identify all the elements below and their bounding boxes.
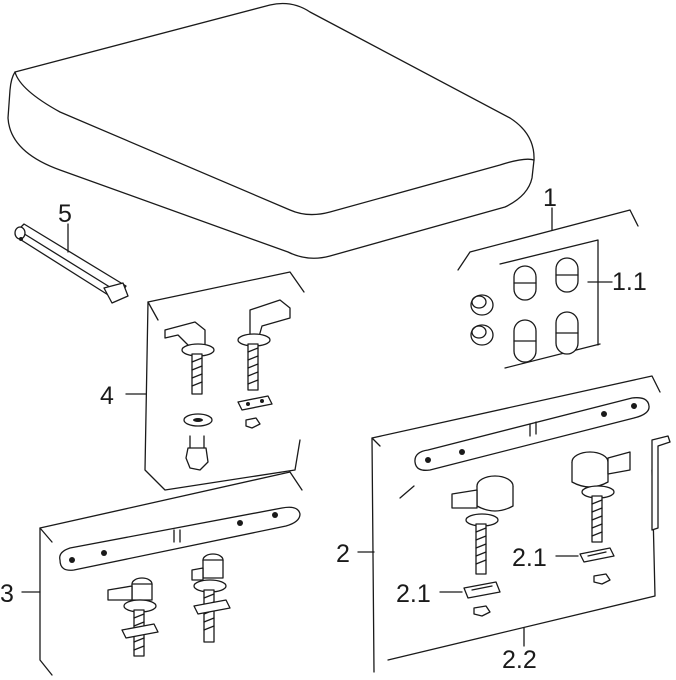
label-part-1: 1 xyxy=(543,184,557,212)
label-part-5: 5 xyxy=(58,200,72,228)
label-part-1-1: 1.1 xyxy=(612,268,647,296)
label-part-4: 4 xyxy=(100,382,114,410)
hinge-set-2 xyxy=(371,375,671,673)
hinge-set-4 xyxy=(144,271,305,491)
cover-caps-set xyxy=(457,209,639,369)
seat-lid xyxy=(7,2,535,259)
hex-rod-tool xyxy=(14,223,129,304)
label-part-2-2: 2.2 xyxy=(502,646,537,674)
hinge-set-3 xyxy=(39,471,303,676)
label-part-2-1-b: 2.1 xyxy=(512,544,547,572)
label-part-3: 3 xyxy=(0,580,14,608)
label-part-2: 2 xyxy=(336,540,350,568)
label-part-2-1-a: 2.1 xyxy=(396,580,431,608)
